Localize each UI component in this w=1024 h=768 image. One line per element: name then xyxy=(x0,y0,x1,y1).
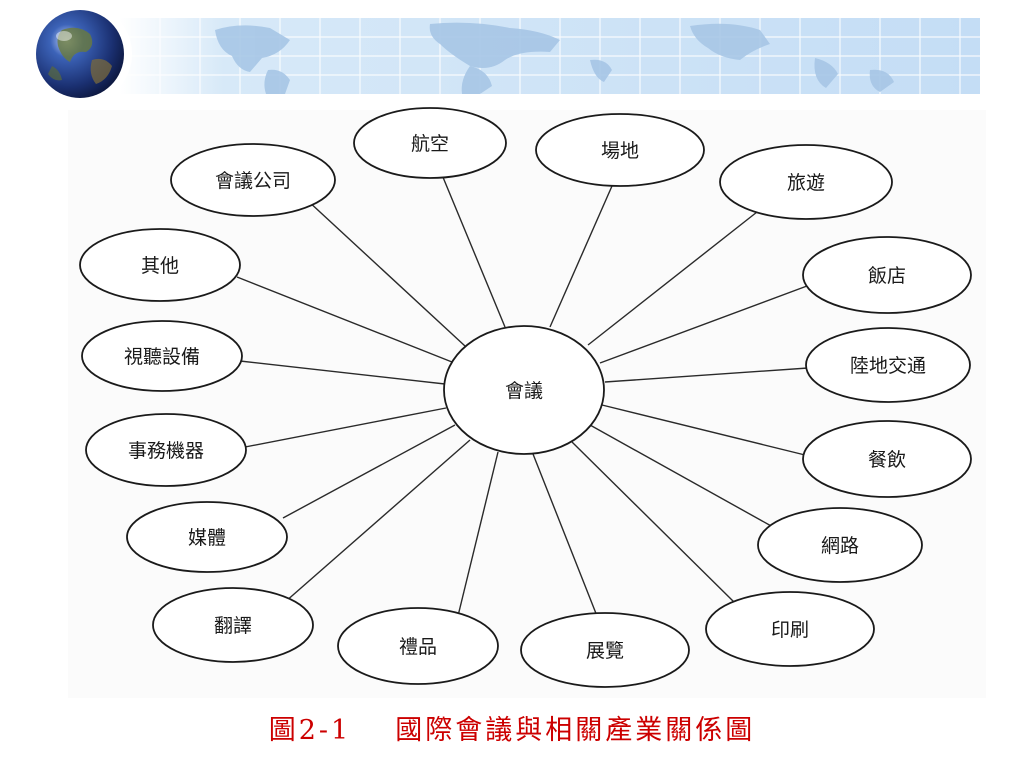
node-航空 xyxy=(353,107,507,179)
node-展覽 xyxy=(520,612,690,688)
node-label-陸地交通: 陸地交通 xyxy=(850,355,926,377)
edge-航空 xyxy=(439,169,506,328)
edge-印刷 xyxy=(571,441,736,604)
node-label-事務機器: 事務機器 xyxy=(128,440,204,462)
node-label-翻譯: 翻譯 xyxy=(214,615,252,637)
node-label-場地: 場地 xyxy=(601,140,639,162)
node-媒體 xyxy=(126,501,288,573)
figure-title: 國際會議與相關產業關係圖 xyxy=(395,715,756,746)
node-視聽設備 xyxy=(81,320,243,392)
node-網路 xyxy=(757,507,923,583)
node-飯店 xyxy=(802,236,972,314)
node-label-航空: 航空 xyxy=(411,133,449,155)
node-印刷 xyxy=(705,591,875,667)
node-label-視聽設備: 視聽設備 xyxy=(124,346,200,368)
node-餐飲 xyxy=(802,420,972,498)
edge-會議公司 xyxy=(306,199,466,347)
edge-陸地交通 xyxy=(604,367,809,383)
node-label-餐飲: 餐飲 xyxy=(868,449,906,471)
node-翻譯 xyxy=(152,587,314,663)
node-label-會議公司: 會議公司 xyxy=(215,170,291,192)
edge-禮品 xyxy=(456,451,499,621)
node-label-印刷: 印刷 xyxy=(771,619,809,641)
edge-展覽 xyxy=(532,453,598,617)
edge-媒體 xyxy=(282,424,456,519)
edge-翻譯 xyxy=(284,439,471,603)
node-label-禮品: 禮品 xyxy=(399,636,437,658)
node-旅遊 xyxy=(719,144,893,220)
node-陸地交通 xyxy=(805,327,971,403)
node-label-飯店: 飯店 xyxy=(868,265,906,287)
world-map-banner xyxy=(32,4,980,100)
node-label-展覽: 展覽 xyxy=(586,640,624,662)
node-會議公司 xyxy=(170,143,336,217)
node-禮品 xyxy=(337,607,499,685)
node-label-旅遊: 旅遊 xyxy=(787,172,825,194)
edge-場地 xyxy=(549,185,613,328)
node-label-其他: 其他 xyxy=(141,255,179,277)
node-label-center: 會議 xyxy=(505,380,543,402)
node-label-網路: 網路 xyxy=(821,535,859,557)
edge-餐飲 xyxy=(601,404,806,456)
edge-其他 xyxy=(236,276,453,363)
globe-icon xyxy=(32,4,132,100)
node-center xyxy=(443,325,605,455)
edge-網路 xyxy=(589,424,774,528)
node-其他 xyxy=(79,228,241,302)
node-事務機器 xyxy=(85,413,247,487)
node-label-媒體: 媒體 xyxy=(188,527,226,549)
figure-label: 圖2-1 xyxy=(268,715,352,746)
figure-caption: 圖2-1 國際會議與相關產業關係圖 xyxy=(0,708,1024,747)
node-場地 xyxy=(535,113,705,187)
edge-事務機器 xyxy=(239,407,447,449)
edge-旅遊 xyxy=(587,211,758,346)
edge-飯店 xyxy=(599,282,816,364)
edge-視聽設備 xyxy=(239,360,446,385)
